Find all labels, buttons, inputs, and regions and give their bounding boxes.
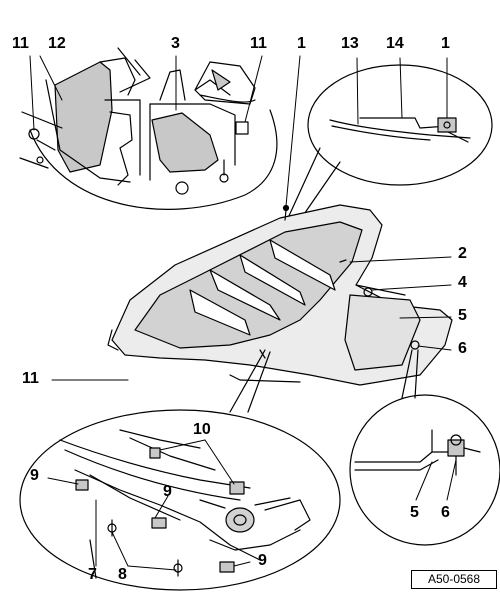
callout-12: 12 (48, 35, 66, 52)
callout-6-bottom: 6 (441, 504, 450, 521)
detail-circle-bottom-right (349, 394, 500, 546)
leader-circle-to-tray (287, 147, 321, 219)
callout-4: 4 (458, 274, 467, 291)
detail-circle-top-left (29, 109, 278, 210)
bolt-left (19, 111, 63, 169)
underbody-shield (107, 204, 453, 386)
callout-1-top-right: 1 (441, 35, 450, 52)
leader-lines-bottom-right (415, 459, 457, 501)
callout-1-top: 1 (297, 35, 306, 52)
detail-circle-bottom-left (19, 409, 341, 591)
callout-10: 10 (193, 421, 211, 438)
leader-lines-bottom-left (47, 439, 251, 571)
callout-5-bottom: 5 (410, 504, 419, 521)
callout-11-top-left: 11 (12, 35, 29, 52)
callout-11-top-mid: 11 (250, 35, 267, 52)
detail-bottom-right-parts (354, 429, 481, 476)
callout-11-left: 11 (22, 370, 39, 387)
callout-7: 7 (88, 566, 97, 583)
callout-8: 8 (118, 566, 127, 583)
callout-13: 13 (341, 35, 359, 52)
detail-top-right-parts (329, 117, 471, 143)
callout-14: 14 (386, 35, 404, 52)
bracket-12 (45, 47, 151, 186)
figure-reference: A50-0568 (411, 570, 497, 589)
callout-5-right: 5 (458, 307, 467, 324)
leader-lines (29, 55, 452, 381)
callout-6-right: 6 (458, 340, 467, 357)
detail-bottom-left-parts (59, 429, 311, 579)
callout-2: 2 (458, 245, 467, 262)
callout-9-left: 9 (30, 467, 39, 484)
engine-mount-detail (194, 61, 256, 105)
bracket-3 (149, 69, 249, 195)
callout-3: 3 (171, 35, 180, 52)
callout-9-bottom: 9 (258, 552, 267, 569)
detail-circle-top-right (307, 64, 493, 186)
callout-9-mid: 9 (163, 483, 172, 500)
